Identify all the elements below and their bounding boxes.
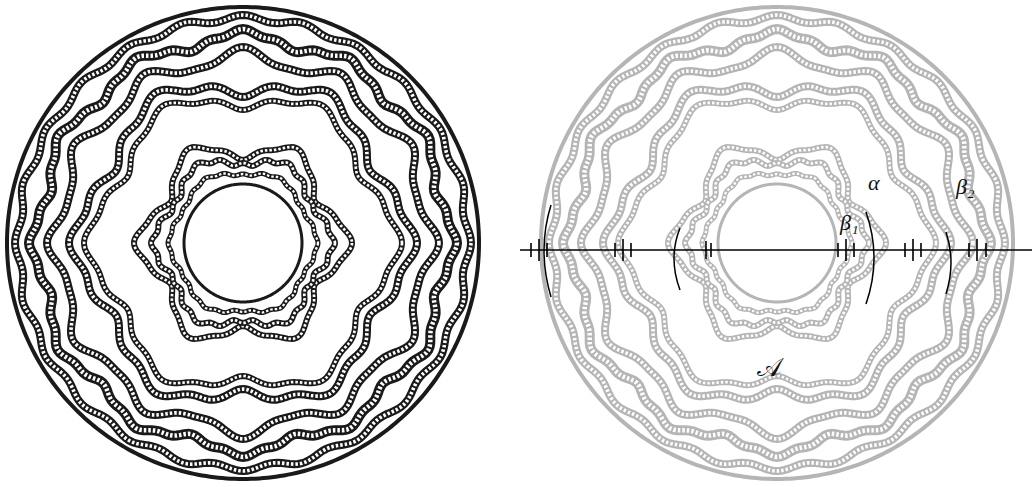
band-beads: [151, 160, 335, 326]
circle-arc: [674, 228, 680, 290]
tick-mark: [622, 239, 624, 261]
limit-band: [69, 86, 417, 400]
band-beads: [134, 147, 352, 339]
band-beads: [69, 86, 417, 400]
limit-band: [184, 184, 302, 302]
limit-band: [702, 173, 852, 312]
band-beads: [47, 47, 439, 439]
band-beads: [563, 29, 991, 457]
limit-band: [168, 173, 318, 312]
tick-mark: [912, 239, 914, 261]
label-text: β₁: [840, 212, 859, 234]
limit-band: [84, 101, 402, 385]
tick-mark: [904, 243, 906, 257]
limit-band: [47, 47, 439, 439]
tick-mark: [614, 243, 616, 257]
label-text: β₂: [956, 176, 975, 198]
tick-mark: [968, 243, 970, 257]
band-beads: [603, 86, 951, 400]
tick-mark: [853, 243, 855, 257]
circle-arc: [544, 205, 551, 297]
band-beads: [668, 147, 886, 339]
band-beads: [168, 173, 318, 312]
tick-mark: [845, 239, 847, 261]
limit-band: [581, 47, 973, 439]
limit-band: [134, 147, 352, 339]
tick-mark: [538, 239, 540, 261]
tick-mark: [705, 241, 707, 259]
tick-mark: [985, 243, 987, 257]
band-beads: [685, 160, 869, 326]
limit-band: [549, 15, 1005, 471]
limit-band: [29, 29, 457, 457]
tick-mark: [546, 243, 548, 257]
tick-mark: [630, 243, 632, 257]
limit-band: [618, 101, 936, 385]
band-beads: [29, 29, 457, 457]
circle-arc: [866, 212, 874, 304]
limit-band: [603, 86, 951, 400]
tick-mark: [837, 243, 839, 257]
limit-band: [151, 160, 335, 326]
circle-arc: [946, 232, 951, 294]
tick-mark: [920, 243, 922, 257]
tick-mark: [976, 239, 978, 261]
limit-band: [15, 15, 471, 471]
limit-set-grey: [541, 7, 1013, 479]
label-text: α: [868, 172, 880, 194]
limit-band: [668, 147, 886, 339]
label-text: 𝒜: [757, 355, 782, 381]
band-beads: [581, 47, 973, 439]
band-beads: [618, 101, 936, 385]
band-beads: [84, 101, 402, 385]
limit-band: [7, 7, 479, 479]
band-beads: [702, 173, 852, 312]
limit-band: [563, 29, 991, 457]
real-axis: [520, 249, 1032, 250]
limit-band: [718, 184, 836, 302]
band-beads: [15, 15, 471, 471]
limit-band: [541, 7, 1013, 479]
tick-mark: [710, 243, 712, 257]
annotation-overlay: [520, 205, 1032, 304]
band-beads: [549, 15, 1005, 471]
limit-band: [685, 160, 869, 326]
limit-set-dark: [7, 7, 479, 479]
tick-mark: [530, 243, 532, 257]
